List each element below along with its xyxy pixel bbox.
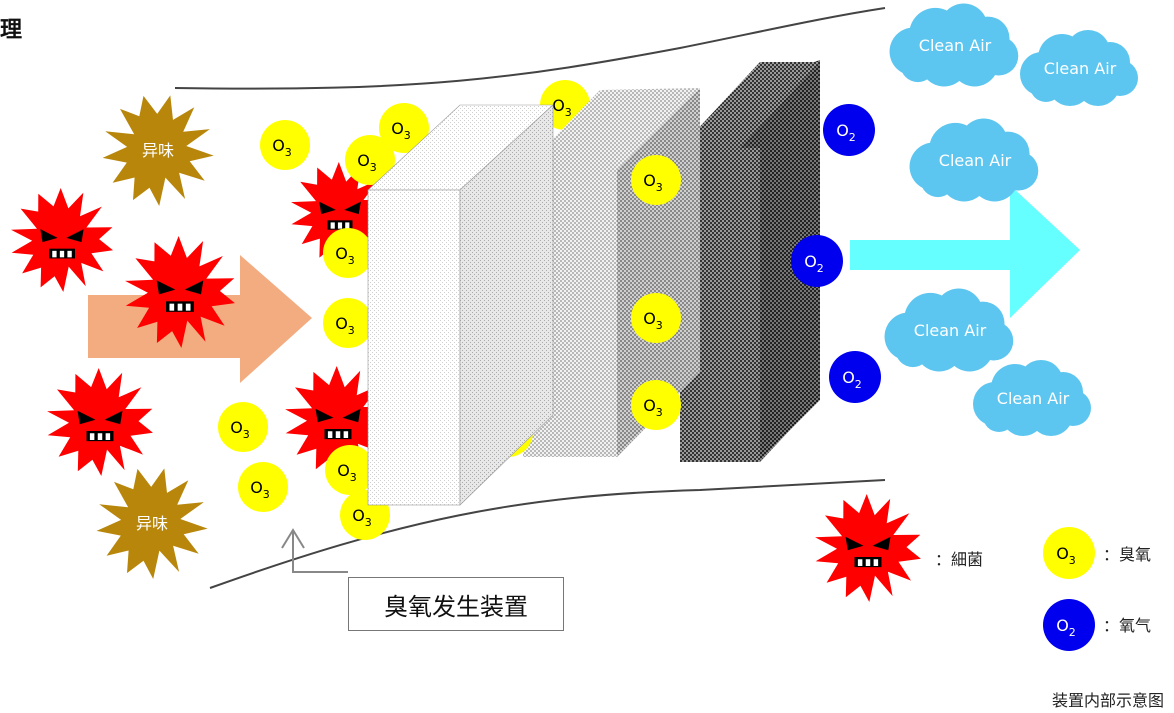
clean-air-label: Clean Air (997, 389, 1070, 408)
ozone-molecule-icon: O3 (631, 293, 681, 343)
oxygen-molecule-icon: O2 (1043, 599, 1095, 651)
legend-bacteria-label: ：細菌 (935, 550, 984, 569)
bacteria-icon (285, 366, 391, 474)
legend-ozone-label: ：臭氧 (1103, 545, 1152, 564)
generator-pointer (292, 530, 348, 573)
odor-icon: 异味 (96, 468, 208, 579)
duct-bottom-line (209, 479, 886, 589)
ozone-molecule-icon: O3 (323, 228, 373, 278)
legend-oxygen-label: ：氧气 (1103, 616, 1152, 635)
clean-air-label: Clean Air (939, 151, 1012, 170)
ozone-molecule-icon: O3 (379, 103, 429, 153)
bacteria-icon (291, 162, 389, 262)
bacteria-icon (11, 188, 113, 292)
ozone-molecule-icon: O3 (323, 298, 373, 348)
ozone-molecule-icon: O3 (631, 380, 681, 430)
ozone-molecule-icon: O3 (218, 402, 268, 452)
odor-icon: 异味 (102, 95, 214, 206)
outflow-arrow (850, 185, 1080, 318)
ozone-molecule-icon: O3 (345, 135, 395, 185)
footer-caption: 装置内部示意图 (1051, 691, 1164, 710)
ozone-molecule-icon: O3 (1043, 527, 1095, 579)
bacteria-icon (125, 236, 235, 348)
ozone-molecule-icon: O3 (238, 462, 288, 512)
clean-air-label: Clean Air (919, 36, 992, 55)
ozone-molecule-icon: O3 (260, 120, 310, 170)
odor-label: 异味 (136, 514, 168, 533)
clean-air-cloud-icon: Clean Air (889, 3, 1019, 87)
bacteria-icon (815, 494, 921, 602)
clean-air-cloud-icon: Clean Air (1020, 30, 1138, 106)
ozone-molecule-icon: O3 (631, 155, 681, 205)
odor-label: 异味 (142, 141, 174, 160)
clean-air-cloud-icon: Clean Air (884, 288, 1014, 372)
oxygen-molecule-icon: O2 (823, 104, 875, 156)
bacteria-icon (47, 368, 153, 476)
oxygen-molecule-icon: O2 (829, 351, 881, 403)
clean-air-label: Clean Air (914, 321, 987, 340)
title-fragment: 理 (0, 18, 23, 43)
ozone-molecule-icon: O3 (325, 445, 375, 495)
ozone-generator-label: 臭氧发生装置 (348, 577, 564, 631)
duct-top-line (174, 7, 886, 90)
filter-light (367, 104, 554, 506)
oxygen-molecule-icon: O2 (791, 235, 843, 287)
generator-pointer-head (281, 528, 305, 549)
clean-air-cloud-icon: Clean Air (909, 118, 1039, 202)
clean-air-label: Clean Air (1044, 59, 1117, 78)
clean-air-cloud-icon: Clean Air (973, 360, 1091, 436)
